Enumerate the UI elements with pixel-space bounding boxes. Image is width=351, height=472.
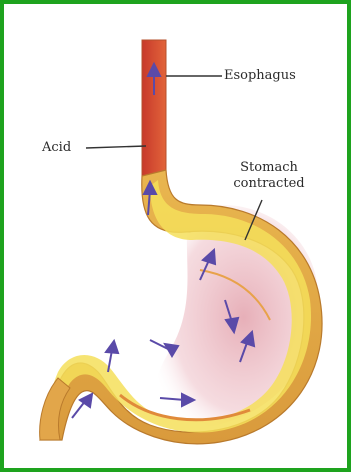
- green-border: [0, 0, 351, 472]
- diagram-frame: Esophagus Acid Stomach contracted: [0, 0, 351, 472]
